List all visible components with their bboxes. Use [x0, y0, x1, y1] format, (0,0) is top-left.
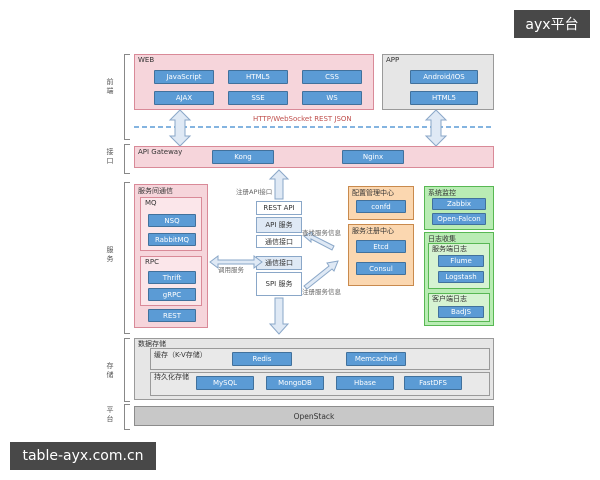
client-log-badjs: BadJS [438, 306, 484, 318]
registry-consul: Consul [356, 262, 406, 275]
rpc-grpc: gRPC [148, 288, 196, 301]
web-html5: HTML5 [228, 70, 288, 84]
registry-etcd: Etcd [356, 240, 406, 253]
web-ws: WS [302, 91, 362, 105]
register-api-note: 注册API接口 [236, 188, 273, 196]
lane-interface-brace [124, 144, 130, 174]
watermark-top: ayx平台 [514, 10, 590, 38]
center-connectors [209, 169, 339, 335]
protocol-connectors [134, 109, 492, 147]
platform-openstack: OpenStack [293, 411, 335, 421]
rpc-thrift: Thrift [148, 271, 196, 284]
server-log-logstash: Logstash [438, 271, 484, 283]
lane-platform-label: 平台 [106, 406, 114, 423]
monitor-open-falcon: Open-Falcon [432, 213, 486, 225]
lane-service-brace [124, 182, 130, 334]
call-service-double-arrow [209, 255, 263, 269]
app-gateway-double-arrow [424, 109, 448, 147]
find-service-note: 查找服务信息 [302, 229, 341, 237]
app-title: APP [386, 56, 400, 64]
web-css: CSS [302, 70, 362, 84]
client-logs-title: 客户端日志 [432, 295, 467, 303]
find-service-arrow [303, 231, 335, 251]
watermark-bottom: table-ayx.com.cn [10, 442, 156, 470]
web-javascript: JavaScript [154, 70, 214, 84]
service-comm-rest: REST [148, 309, 196, 322]
web-title: WEB [138, 56, 155, 64]
register-service-arrow [303, 260, 339, 290]
gateway-kong: Kong [212, 150, 274, 164]
gateway-nginx: Nginx [342, 150, 404, 164]
web-sse: SSE [228, 91, 288, 105]
config-center-title: 配置管理中心 [352, 189, 394, 197]
spi-down-arrow [268, 297, 290, 335]
app-html5: HTML5 [410, 91, 478, 105]
lane-platform-brace [124, 404, 130, 430]
persist-title: 持久化存储 [154, 373, 189, 381]
cache-title: 缓存（K-V存储） [154, 351, 207, 359]
registry-title: 服务注册中心 [352, 227, 394, 235]
monitor-title: 系统监控 [428, 189, 456, 197]
monitor-zabbix: Zabbix [432, 198, 486, 210]
app-android-ios: Android/IOS [410, 70, 478, 84]
lane-interface-label: 接口 [106, 148, 114, 165]
lane-frontend-brace [124, 54, 130, 140]
server-logs-title: 服务端日志 [432, 245, 467, 253]
api-gateway-title: API Gateway [138, 148, 183, 156]
registry-panel [348, 224, 414, 286]
storage-title: 数据存储 [138, 340, 166, 348]
mq-rabbitmq: RabbitMQ [148, 233, 196, 246]
mq-nsq: NSQ [148, 214, 196, 227]
call-service-note: 调用服务 [218, 266, 244, 274]
api-gateway-panel [134, 146, 494, 168]
server-log-flume: Flume [438, 255, 484, 267]
protocol-label: HTTP/WebSocket REST JSON [250, 115, 355, 123]
service-comm-title: 服务间通信 [138, 187, 173, 195]
persist-mysql: MySQL [196, 376, 254, 390]
platform-panel: OpenStack [134, 406, 494, 426]
mq-title: MQ [145, 199, 157, 207]
persist-fastdfs: FastDFS [404, 376, 462, 390]
rpc-title: RPC [145, 258, 159, 266]
lane-storage-label: 存储 [106, 362, 114, 379]
cache-memcached: Memcached [346, 352, 406, 366]
spi-service-block: SPI 服务 [256, 272, 302, 296]
api-service-block: API 服务 [256, 217, 302, 233]
lane-service-label: 服务 [106, 246, 114, 263]
config-confd: confd [356, 200, 406, 213]
web-ajax: AJAX [154, 91, 214, 105]
lane-storage-brace [124, 338, 130, 402]
rest-api-block: REST API [256, 201, 302, 215]
cache-redis: Redis [232, 352, 292, 366]
register-api-up-arrow [268, 169, 290, 200]
lane-frontend-label: 前端 [106, 78, 114, 95]
persist-mongodb: MongoDB [266, 376, 324, 390]
logs-title: 日志收集 [428, 235, 456, 243]
comm-interface-block-1: 通信接口 [256, 235, 302, 248]
web-gateway-double-arrow [168, 109, 192, 147]
persist-hbase: Hbase [336, 376, 394, 390]
register-service-note: 注册服务信息 [302, 288, 341, 296]
